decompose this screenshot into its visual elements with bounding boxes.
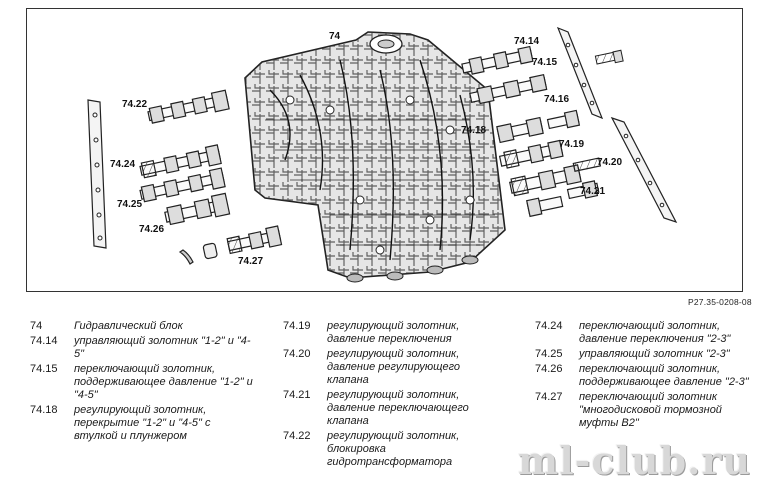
legend-item: 74.18 регулирующий золотник, перекрытие "…: [30, 404, 255, 443]
drawing-code: P27.35-0208-08: [688, 297, 752, 307]
diagram-label: 74.15: [532, 57, 558, 68]
diagram-label: 74.20: [597, 157, 623, 168]
legend-item: 74.22 регулирующий золотник, блокировка г…: [283, 430, 503, 469]
legend-item: 74 Гидравлический блок: [30, 320, 255, 333]
legend-item: 74.26 переключающий золотник, поддерживаю…: [535, 363, 755, 389]
diagram-label: 74.18: [461, 125, 487, 136]
legend-number: 74: [30, 320, 43, 332]
legend-number: 74.21: [283, 389, 311, 401]
legend-number: 74.27: [535, 391, 563, 403]
legend-text: переключающий золотник "многодисковой то…: [579, 391, 722, 429]
diagram-label: 74.25: [117, 199, 143, 210]
legend-number: 74.19: [283, 320, 311, 332]
diagram-label: 74.14: [514, 36, 540, 47]
right-cover-plate-lower: [610, 116, 678, 224]
legend-number: 74.26: [535, 363, 563, 375]
watermark: ml-club.ru: [518, 438, 752, 483]
diagram-label: 74.27: [238, 256, 264, 267]
diagram-label: 74.22: [122, 99, 148, 110]
exploded-view-illustration: [87, 26, 678, 283]
legend-column-1: 74 Гидравлический блок 74.14 управляющий з…: [30, 320, 255, 445]
diagram-label: 74.16: [544, 94, 570, 105]
right-cover-plate-upper: [556, 26, 604, 120]
legend-number: 74.25: [535, 348, 563, 360]
legend-text: переключающий золотник, поддерживающее д…: [579, 363, 749, 388]
screw: [594, 49, 624, 65]
spool-valves-left: [139, 89, 283, 265]
diagram-label: 74.24: [110, 159, 136, 170]
legend-number: 74.24: [535, 320, 563, 332]
legend-column-3: 74.24 переключающий золотник, давление пе…: [535, 320, 755, 432]
legend-text: регулирующий золотник, давление переключ…: [327, 320, 460, 345]
legend-number: 74.15: [30, 363, 58, 375]
valve-body: [244, 31, 506, 283]
legend-text: регулирующий золотник, перекрытие "1-2" …: [74, 404, 211, 442]
legend-item: 74.19 регулирующий золотник, давление пер…: [283, 320, 503, 346]
legend-text: регулирующий золотник, блокировка гидрот…: [327, 430, 460, 468]
legend-text: Гидравлический блок: [74, 320, 183, 332]
legend-text: регулирующий золотник, давление регулиру…: [327, 348, 461, 386]
legend-text: переключающий золотник, давление переклю…: [579, 320, 731, 345]
diagram-label: 74.26: [139, 224, 165, 235]
legend-number: 74.14: [30, 335, 58, 347]
legend-number: 74.20: [283, 348, 311, 360]
legend-item: 74.25 управляющий золотник "2-3": [535, 348, 755, 361]
legend-item: 74.20 регулирующий золотник, давление рег…: [283, 348, 503, 387]
diagram-label: 74.19: [559, 139, 585, 150]
diagram-label: 74: [329, 31, 341, 42]
legend-number: 74.22: [283, 430, 311, 442]
legend-text: переключающий золотник, поддерживающее д…: [74, 363, 253, 401]
legend-text: регулирующий золотник, давление переключ…: [327, 389, 469, 427]
legend-item: 74.24 переключающий золотник, давление пе…: [535, 320, 755, 346]
legend-item: 74.21 регулирующий золотник, давление пер…: [283, 389, 503, 428]
legend-item: 74.27 переключающий золотник "многодисков…: [535, 391, 755, 430]
legend-text: управляющий золотник "1-2" и "4-5": [74, 335, 251, 360]
left-cover-plate: [87, 99, 107, 249]
drawing-frame: [26, 8, 743, 292]
diagram-label: 74.21: [580, 186, 606, 197]
legend-item: 74.14 управляющий золотник "1-2" и "4-5": [30, 335, 255, 361]
exploded-view-drawing: 74 74.14 74.15 74.16 74.18 74.19 74.20 7…: [26, 8, 743, 292]
spool-valves-right: [461, 45, 602, 218]
legend-item: 74.15 переключающий золотник, поддерживаю…: [30, 363, 255, 402]
legend-number: 74.18: [30, 404, 58, 416]
legend-text: управляющий золотник "2-3": [579, 348, 730, 360]
legend-column-2: 74.19 регулирующий золотник, давление пер…: [283, 320, 503, 471]
